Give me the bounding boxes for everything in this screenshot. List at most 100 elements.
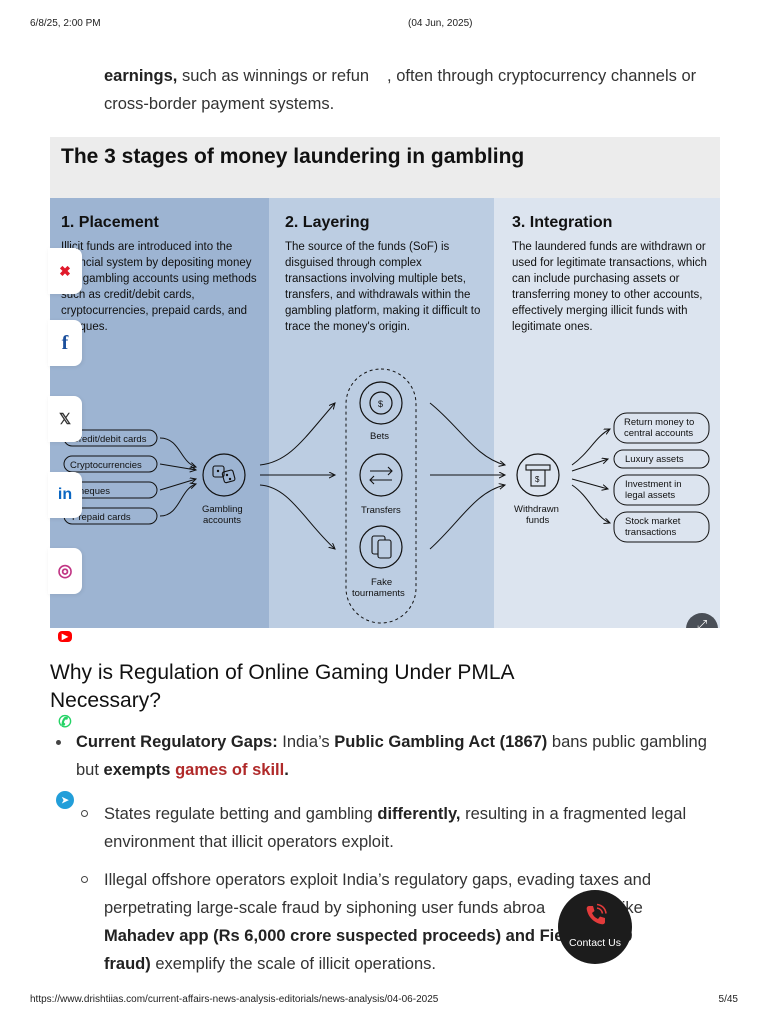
fake-tournaments-icon: [359, 525, 403, 569]
print-page-number: 5/45: [718, 994, 738, 1005]
contact-us-button[interactable]: Contact Us: [558, 890, 632, 964]
print-url: https://www.drishtiias.com/current-affai…: [30, 994, 439, 1005]
intro-text-1: such as winnings or refun: [177, 67, 370, 85]
bets-icon: $: [359, 381, 403, 425]
flow-diagram: Credit/debit cards Cryptocurrencies Cheq…: [63, 368, 710, 624]
b3-line-1: Illegal offshore operators exploit India…: [104, 871, 651, 889]
list-item-regulatory-gaps: Current Regulatory Gaps: India’s Public …: [76, 728, 736, 784]
stage-placement: 1. Placement Illicit funds are introduce…: [50, 198, 269, 628]
layering-capsule: [345, 368, 417, 624]
withdrawn-funds-icon: $: [516, 453, 560, 497]
intro-paragraph: earnings, such as winnings or refun , oft…: [104, 62, 734, 118]
stage-heading: 2. Layering: [285, 214, 370, 231]
money-laundering-infographic: The 3 stages of money laundering in gamb…: [50, 137, 720, 628]
svg-text:$: $: [535, 475, 540, 484]
svg-text:transactions: transactions: [625, 527, 676, 538]
telegram-icon[interactable]: ➤: [48, 788, 82, 812]
svg-text:Return money to: Return money to: [624, 417, 694, 428]
outcome-stock-market: Stock market transactions: [613, 511, 710, 543]
linkedin-icon[interactable]: in: [48, 472, 82, 518]
withdrawn-label-1: Withdrawn: [514, 504, 559, 515]
bets-label: Bets: [370, 431, 389, 442]
outcome-luxury-assets: Luxury assets: [613, 449, 710, 469]
youtube-glyph: ▶: [57, 630, 73, 642]
sub-bullet-circle: [81, 876, 88, 883]
section-title-line-2: Necessary?: [50, 689, 161, 712]
transfers-label: Transfers: [361, 505, 401, 516]
withdrawn-label-2: funds: [526, 515, 549, 526]
outcome-investment: Investment in legal assets: [613, 474, 710, 506]
svg-text:legal assets: legal assets: [625, 490, 675, 501]
b1-line-2: but: [76, 761, 104, 779]
b3-bold-line-4: fraud): [104, 955, 151, 973]
b3-line-4-rest: exemplify the scale of illicit operation…: [150, 955, 436, 973]
list-item-offshore-operators: Illegal offshore operators exploit India…: [104, 866, 734, 978]
phone-icon: [586, 903, 607, 925]
gambling-label-1: Gambling: [202, 504, 243, 515]
intro-text-2: , often through cryptocurrency channels …: [387, 67, 697, 85]
whatsapp-glyph: ✆: [58, 714, 72, 731]
b1-act: Public Gambling Act (1867): [334, 733, 548, 751]
telegram-glyph: ➤: [56, 791, 74, 809]
x-twitter-icon[interactable]: 𝕏: [48, 396, 82, 442]
print-datetime: 6/8/25, 2:00 PM: [30, 18, 101, 29]
section-title: Why is Regulation of Online Gaming Under…: [50, 659, 570, 715]
games-of-skill-link[interactable]: games of skill: [170, 761, 285, 779]
list-item-states-regulate: States regulate betting and gambling dif…: [104, 800, 734, 856]
tournaments-label: tournaments: [352, 588, 405, 599]
b2-text-1: States regulate betting and gambling: [104, 805, 378, 823]
close-glyph: ✖: [59, 262, 71, 279]
expand-icon[interactable]: ⤢: [686, 613, 718, 628]
contact-us-label: Contact Us: [569, 937, 621, 949]
svg-text:Cryptocurrencies: Cryptocurrencies: [70, 460, 142, 471]
facebook-glyph: f: [61, 331, 69, 354]
svg-text:Luxury assets: Luxury assets: [625, 454, 684, 465]
svg-text:Investment in: Investment in: [625, 479, 682, 490]
whatsapp-icon[interactable]: ✆: [48, 710, 82, 734]
bullet-dot: [56, 740, 61, 745]
stage-text: Illicit funds are introduced into the fi…: [61, 241, 257, 333]
b1-text-2: bans public gambling: [547, 733, 707, 751]
gambling-label-2: accounts: [203, 515, 241, 526]
infographic-title: The 3 stages of money laundering in gamb…: [61, 145, 525, 168]
stage-text: The source of the funds (SoF) is disguis…: [285, 241, 481, 333]
sub-bullet-circle: [81, 810, 88, 817]
b1-bold: Current Regulatory Gaps:: [76, 733, 278, 751]
stage-heading: 3. Integration: [512, 214, 613, 231]
b1-end: .: [284, 761, 289, 779]
b3-bold-line-3: Mahadev app (Rs 6,000 crore suspected pr…: [104, 927, 564, 945]
svg-text:Credit/debit cards: Credit/debit cards: [72, 434, 147, 445]
transfers-icon: [359, 453, 403, 497]
b2-bold: differently,: [377, 805, 461, 823]
instagram-glyph: ◎: [57, 561, 73, 580]
infographic-title-band: The 3 stages of money laundering in gamb…: [50, 137, 720, 198]
svg-text:Cheques: Cheques: [72, 486, 110, 497]
svg-text:Prepaid cards: Prepaid cards: [72, 512, 131, 523]
youtube-icon[interactable]: ▶: [48, 624, 82, 648]
facebook-icon[interactable]: f: [48, 320, 82, 366]
b1-exempts: exempts: [103, 761, 171, 779]
intro-line-2: cross-border payment systems.: [104, 95, 335, 113]
b2-line-2: environment that illicit operators explo…: [104, 833, 394, 851]
source-cryptocurrencies: Cryptocurrencies: [63, 455, 158, 473]
b3-line-2: perpetrating large-scale fraud by siphon…: [104, 899, 546, 917]
x-glyph: 𝕏: [58, 411, 72, 428]
print-header: 6/8/25, 2:00 PM (04 Jun, 2025): [30, 18, 738, 32]
gambling-accounts-icon: [202, 453, 246, 497]
outcome-return-money: Return money to central accounts: [613, 412, 710, 444]
close-icon[interactable]: ✖: [48, 248, 82, 294]
section-title-line-1: Why is Regulation of Online Gaming Under…: [50, 661, 515, 684]
b1-text-1: India’s: [277, 733, 335, 751]
print-page-date: (04 Jun, 2025): [408, 18, 473, 29]
fake-label: Fake: [371, 577, 392, 588]
svg-text:central accounts: central accounts: [624, 428, 693, 439]
svg-text:$: $: [378, 399, 383, 409]
linkedin-glyph: in: [57, 486, 73, 503]
print-footer: https://www.drishtiias.com/current-affai…: [30, 994, 738, 1005]
instagram-icon[interactable]: ◎: [48, 548, 82, 594]
stage-heading: 1. Placement: [61, 214, 159, 231]
stage-text: The laundered funds are withdrawn or use…: [512, 241, 707, 333]
b2-text-2: resulting in a fragmented legal: [460, 805, 687, 823]
svg-text:Stock market: Stock market: [625, 516, 681, 527]
intro-bold: earnings,: [104, 67, 178, 85]
